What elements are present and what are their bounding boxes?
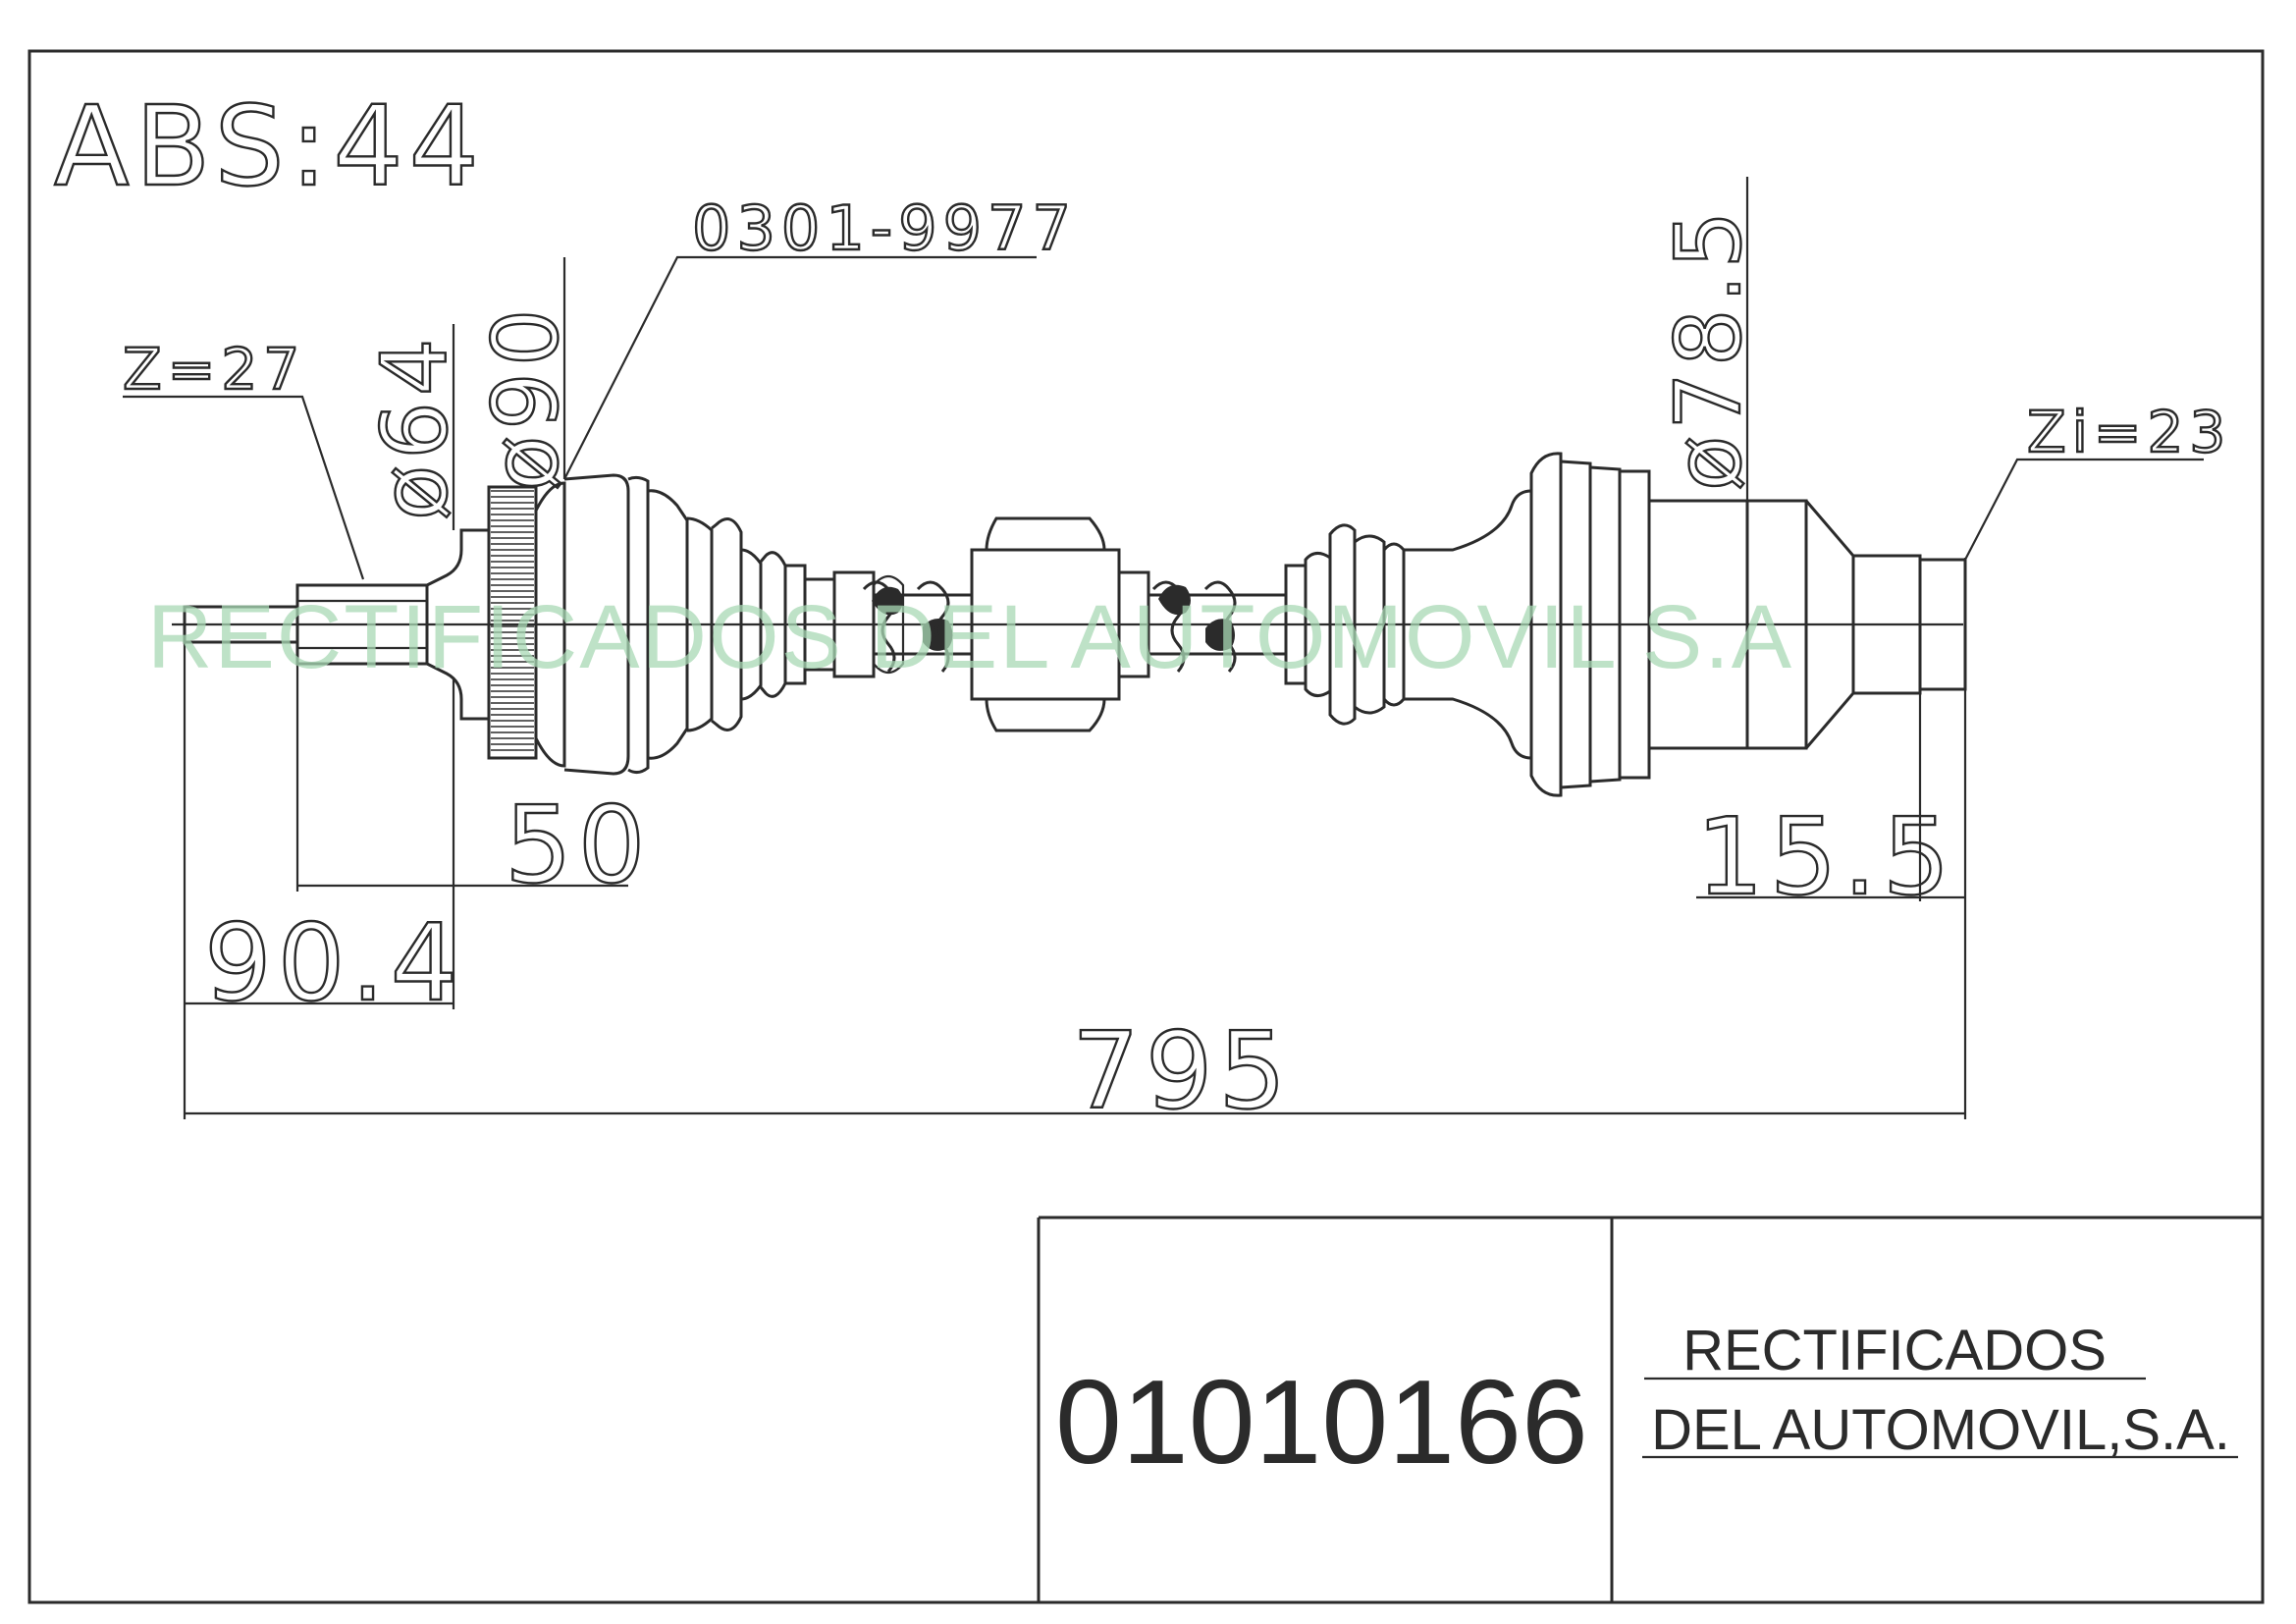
outer-cv-joint-boot xyxy=(534,473,836,776)
abs-label: ABS:44 xyxy=(54,83,485,211)
company-name-line2: DEL AUTOMOVIL,S.A. xyxy=(1651,1398,2230,1462)
left-shaft-section xyxy=(832,570,974,678)
spline-inner-count: Zi=23 xyxy=(2027,399,2231,465)
diameter-90-label: ø90 xyxy=(473,303,578,491)
drawing-frame xyxy=(27,49,2265,1604)
reference-code: 0301-9977 xyxy=(692,192,1077,264)
diameter-64-label: ø64 xyxy=(362,333,467,520)
spline-outer-count: Z=27 xyxy=(123,336,305,403)
diameter-78-5-label: ø78.5 xyxy=(1656,205,1761,491)
company-name-line1: RECTIFICADOS xyxy=(1682,1319,2107,1382)
watermark: RECTIFICADOS DEL AUTOMOVIL S.A xyxy=(147,587,1793,687)
dimension-90-4-label: 90.4 xyxy=(204,902,463,1025)
inner-boot-housing xyxy=(1284,452,1967,797)
dimension-15-5-label: 15.5 xyxy=(1696,796,1955,919)
dimension-795-label: 795 xyxy=(1072,1010,1292,1133)
dimension-lines xyxy=(123,177,2204,1119)
part-number: 01010166 xyxy=(1055,1355,1588,1489)
dimension-50-label: 50 xyxy=(505,785,651,907)
title-block xyxy=(1037,1216,2263,1602)
